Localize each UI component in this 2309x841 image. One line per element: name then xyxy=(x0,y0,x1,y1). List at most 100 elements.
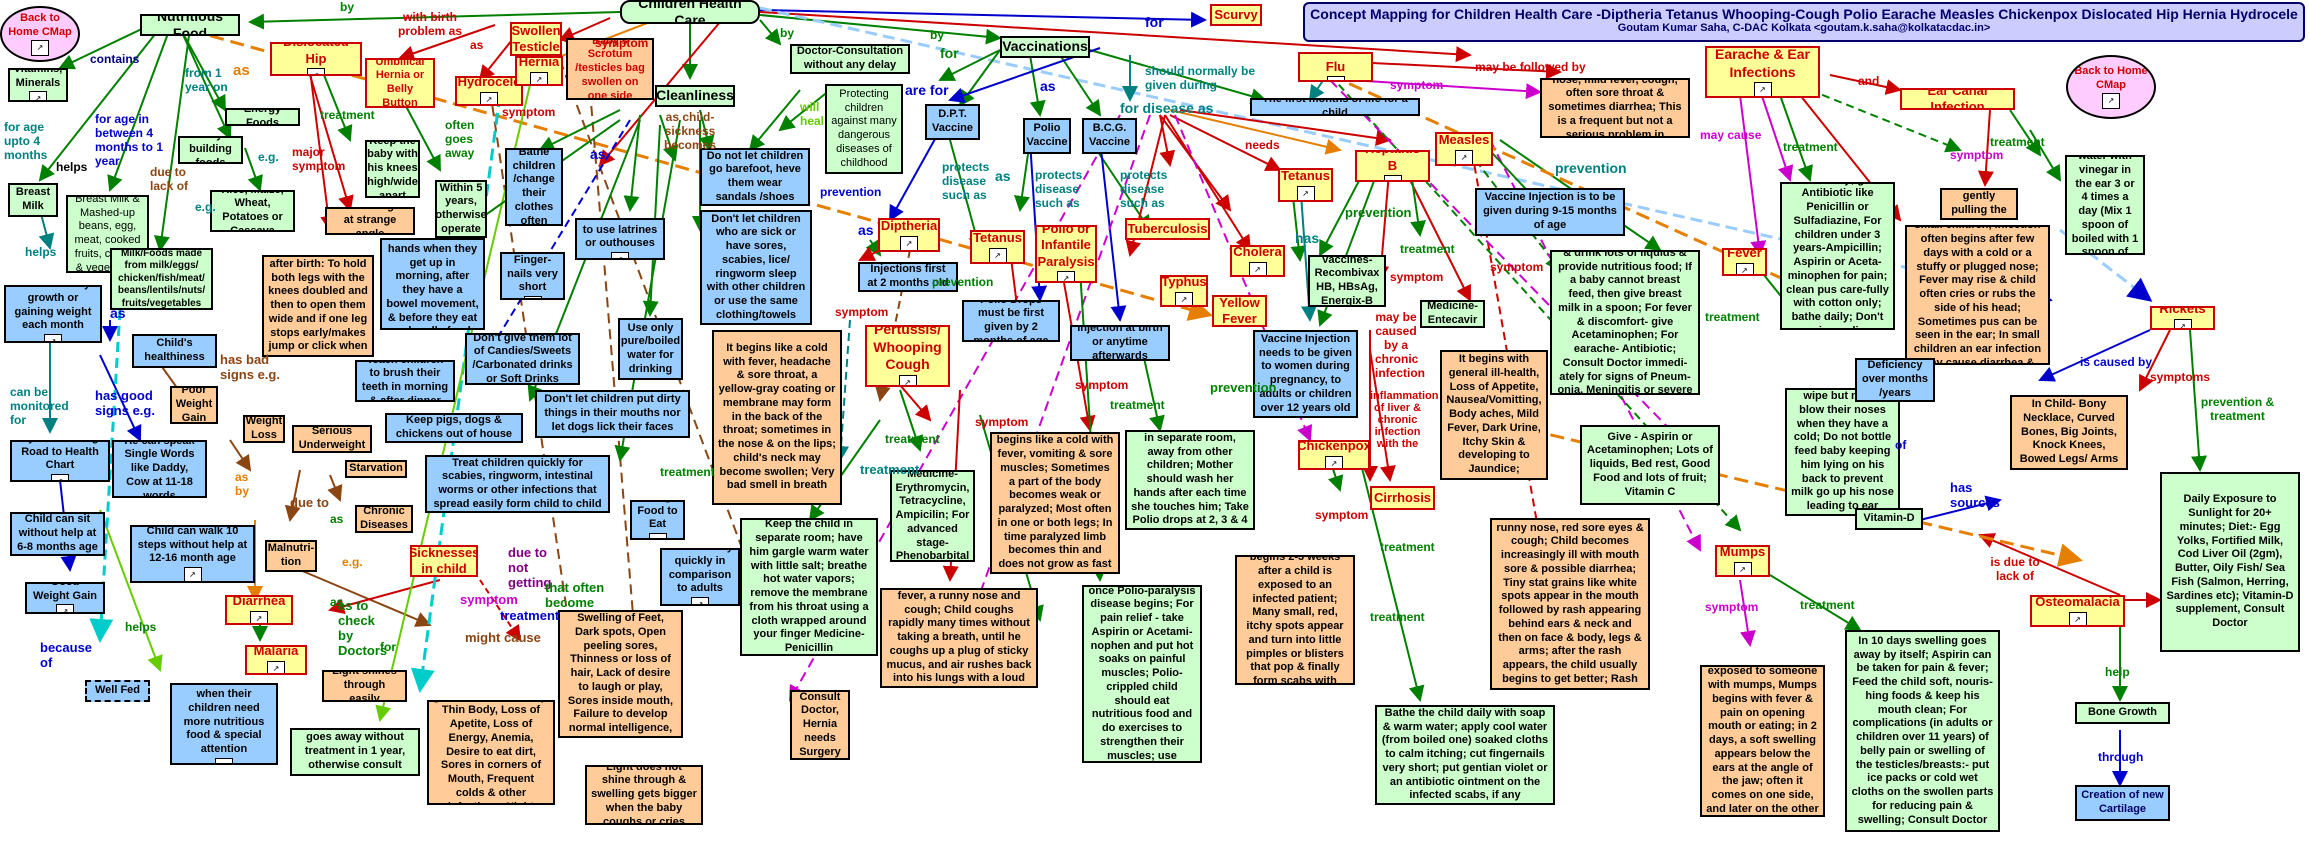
node-hepatitis-symptom[interactable]: It begins with general ill-health, Loss … xyxy=(1440,350,1548,480)
node-teach-brush[interactable]: Teach children to brush their teeth in m… xyxy=(355,360,455,402)
node-mild-cases[interactable]: Mild Cases- Slower growth, Swollen Belly… xyxy=(427,700,555,805)
node-polio-vaccine[interactable]: Polio Vaccine xyxy=(1023,118,1071,154)
cmap-link-icon[interactable]: ↗ xyxy=(51,474,69,480)
node-keep-sick-separate[interactable]: Keep the sick children in separate room,… xyxy=(1125,430,1255,530)
node-polio-symptom[interactable]: This virus infection begins like a cold … xyxy=(990,432,1120,574)
node-diarrhea[interactable]: Diarrhea↗ xyxy=(225,595,293,625)
node-new-cartilage[interactable]: Creation of new Cartilage xyxy=(2075,785,2170,821)
node-doctor-consultation[interactable]: Doctor-Consultation without any delay xyxy=(790,44,910,74)
node-serious-underweight[interactable]: Serious Underweight xyxy=(292,425,372,453)
node-serious-very-quickly[interactable]: Serious very quickly in comparison to ad… xyxy=(660,548,740,606)
node-body-building[interactable]: Body-building foods xyxy=(178,136,243,164)
cmap-link-icon[interactable]: ↗ xyxy=(988,247,1007,262)
node-wash-hands[interactable]: Wash children' hands when they get up in… xyxy=(380,238,485,330)
node-cleanliness[interactable]: Cleanliness xyxy=(655,85,735,107)
node-tuberculosis[interactable]: Tuberculosis xyxy=(1125,218,1210,240)
cmap-link-icon[interactable]: ↗ xyxy=(44,334,62,341)
node-daily-exposure[interactable]: Daily Exposure to Sunlight for 20+ minut… xyxy=(2160,472,2300,652)
node-diphtheria-treatment[interactable]: Keep the child in separate room; have hi… xyxy=(740,518,878,656)
cmap-link-icon[interactable]: ↗ xyxy=(1057,270,1075,281)
node-shorter-leg[interactable]: Shorter Leg or at strange angle xyxy=(325,207,415,235)
node-rickets[interactable]: Rickets↗ xyxy=(2150,306,2215,330)
cmap-link-icon[interactable]: ↗ xyxy=(56,604,74,612)
node-dpt-vaccine[interactable]: D.P.T. Vaccine xyxy=(925,104,980,140)
cmap-link-icon[interactable]: ↗ xyxy=(1383,174,1402,180)
node-hepatitis-b[interactable]: Hepatitis B↗ xyxy=(1355,150,1430,182)
node-milk-foods[interactable]: Milk/Foods made from milk/eggs/ chicken/… xyxy=(110,248,213,310)
node-sicknesses-in-child[interactable]: Sicknesses in child xyxy=(410,545,478,577)
cmap-link-icon[interactable]: ↗ xyxy=(523,296,542,298)
node-dislocated-hip[interactable]: Dislocated Hip↗ xyxy=(270,42,362,76)
node-children-health-care[interactable]: Children Health Care xyxy=(620,0,760,24)
node-good-weight-gain[interactable]: Good Weight Gain↗ xyxy=(25,582,105,614)
node-vitamin-d[interactable]: Vitamin-D xyxy=(1855,508,1923,530)
node-vaccinations[interactable]: Vaccinations xyxy=(1000,36,1090,58)
node-pain-pulling[interactable]: Pain on gently pulling the ear xyxy=(1940,188,2018,220)
node-malnutrition[interactable]: Malnutri-tion xyxy=(265,540,317,572)
node-put-drops[interactable]: Put drops of water with vinegar in the e… xyxy=(2065,155,2145,255)
node-pertussis[interactable]: Pertussis/ Whooping Cough↗ xyxy=(865,325,950,387)
node-common-cold[interactable]: Common cold with runny nose, mild fever,… xyxy=(1540,78,1690,138)
cmap-link-icon[interactable]: ↗ xyxy=(611,252,629,258)
node-vaccine-women[interactable]: Vaccine Injection needs to be given to w… xyxy=(1253,330,1358,418)
node-candies[interactable]: Don't give them lot of Candies/Sweets /C… xyxy=(465,333,580,385)
node-injections-2-months[interactable]: Injections first at 2 months old xyxy=(858,262,958,292)
node-serious-cases[interactable]: Serious Cases- Little or no weight gain,… xyxy=(558,610,683,738)
node-polio[interactable]: Polio or Infantile Paralysis↗ xyxy=(1035,225,1097,283)
node-hernia-surgery[interactable]: Consult Doctor, Hernia needs Surgery xyxy=(790,690,850,760)
node-swollen-testicle[interactable]: Swollen Testicle xyxy=(510,22,562,56)
cmap-link-icon[interactable]: ↗ xyxy=(1325,455,1343,468)
node-breast-milk[interactable]: Breast Milk xyxy=(8,183,58,217)
node-pertussis-medicine[interactable]: Medicine-Erythromycin, Tetracycline, Amp… xyxy=(890,470,975,562)
node-enough-food[interactable]: Enough Food to Eat↗ xyxy=(630,500,685,540)
node-cirrhosis[interactable]: Cirrhosis xyxy=(1370,486,1435,510)
node-light-shines[interactable]: Light shines through easily xyxy=(322,670,407,702)
node-bony-necklace[interactable]: In Child- Bony Necklace, Curved Bones, B… xyxy=(2010,395,2128,470)
node-polio-drops[interactable]: Polio Drops must be first given by 2 mon… xyxy=(962,300,1060,342)
node-colds-flu[interactable]: Colds & Flu↗ xyxy=(1298,52,1373,82)
cmap-link-icon[interactable]: ↗ xyxy=(307,67,325,74)
back-home-cmap-right[interactable]: Back to Home CMap↗ xyxy=(2066,55,2156,119)
node-first-months[interactable]: The first months of life for a child xyxy=(1250,98,1420,116)
node-chickenpox[interactable]: Chickenpox↗ xyxy=(1298,440,1370,470)
node-bone-growth[interactable]: Bone Growth xyxy=(2075,702,2170,724)
node-common-problem[interactable]: Common problem in small children, Infect… xyxy=(1905,225,2050,365)
cmap-link-icon[interactable]: ↗ xyxy=(31,40,49,57)
cmap-link-icon[interactable]: ↗ xyxy=(1296,185,1315,200)
node-weight-loss[interactable]: Weight Loss xyxy=(243,415,285,443)
cmap-link-icon[interactable]: ↗ xyxy=(2068,611,2087,625)
node-starvation[interactable]: Starvation xyxy=(345,460,407,478)
cmap-link-icon[interactable]: ↗ xyxy=(2173,318,2192,328)
node-deficiency[interactable]: Deficiency over months /years xyxy=(1855,358,1935,402)
node-pure-water[interactable]: Use only pure/boiled water for drinking xyxy=(618,318,683,380)
node-protecting[interactable]: Protecting children against many dangero… xyxy=(825,84,903,174)
node-bathe-children[interactable]: Bathe children /change their clothes oft… xyxy=(505,148,563,226)
node-measles-treatment[interactable]: Keep the child stay in bed & drink lots … xyxy=(1550,250,1700,395)
node-umbilical-hernia[interactable]: Umbilical Hernia or Belly Button xyxy=(365,58,435,108)
cmap-link-icon[interactable]: ↗ xyxy=(530,71,548,84)
node-measles-symptom[interactable]: It begins with cold fever, runny nose, r… xyxy=(1490,518,1650,690)
node-cut-finger-nails[interactable]: Cut Finger-nails very short↗ xyxy=(500,252,565,300)
node-cholera[interactable]: Cholera↗ xyxy=(1230,245,1285,277)
node-keep-pigs[interactable]: Keep pigs, dogs & chickens out of house xyxy=(385,413,523,443)
node-typhus[interactable]: Typhus↗ xyxy=(1160,275,1208,307)
cmap-link-icon[interactable]: ↗ xyxy=(29,91,47,100)
cmap-link-icon[interactable]: ↗ xyxy=(691,597,709,604)
cmap-link-icon[interactable]: ↗ xyxy=(1733,561,1752,575)
cmap-link-icon[interactable]: ↗ xyxy=(1735,262,1754,274)
node-vaccine-9-15[interactable]: Vaccine Injection is to be given during … xyxy=(1475,188,1625,236)
node-scurvy[interactable]: Scurvy xyxy=(1210,4,1262,26)
cmap-link-icon[interactable]: ↗ xyxy=(183,567,202,581)
node-nutritious-food[interactable]: Nutritious Food xyxy=(140,14,240,36)
node-tetanus-2[interactable]: Tetanus↗ xyxy=(1278,168,1333,202)
node-energy-foods[interactable]: Energy Foods xyxy=(225,108,300,126)
node-within-10-days[interactable]: Within 10 days after birth: To hold both… xyxy=(262,255,374,357)
node-mumps-treatment[interactable]: In 10 days swelling goes away by itself;… xyxy=(1845,630,2000,832)
node-teach-wipe[interactable]: Teach children to wipe but not to blow t… xyxy=(1785,388,1900,516)
cmap-link-icon[interactable]: ↗ xyxy=(250,610,268,623)
node-diphtheria[interactable]: Diptheria↗ xyxy=(878,218,940,252)
node-well-fed[interactable]: Well Fed xyxy=(85,680,150,702)
cmap-link-icon[interactable]: ↗ xyxy=(1455,149,1473,164)
node-chickenpox-treatment[interactable]: Bathe the child daily with soap & warm w… xyxy=(1375,705,1555,805)
node-diphtheria-symptom[interactable]: It begins like a cold with fever, headac… xyxy=(712,330,842,505)
